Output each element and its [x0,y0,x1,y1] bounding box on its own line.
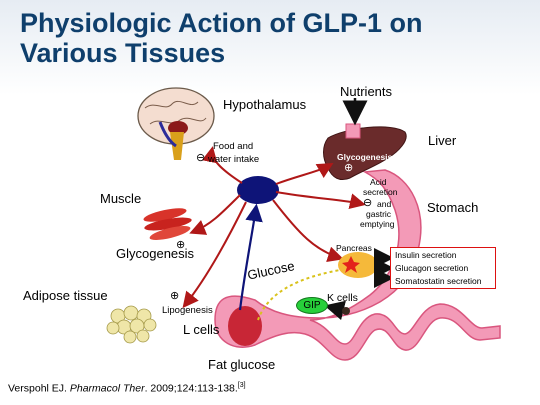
acid-line-2: secretion [363,187,398,197]
muscle-illustration [143,208,192,241]
lipogenesis-label: Lipogenesis [162,305,213,316]
adipose-plus-sign: ⊕ [170,290,180,302]
adipose-illustration [106,305,157,344]
liver-plus-sign: ⊕ [344,162,354,174]
acid-line-4: gastric [366,209,392,219]
arrow-to-adipose [182,201,247,309]
arrow-to-muscle [189,194,241,235]
food-intake-line-1: Food and [213,141,254,152]
muscle-plus-sign: ⊕ [176,239,186,251]
adipose-label: Adipose tissue [23,288,108,303]
slide-title: Physiologic Action of GLP-1 on Various T… [20,8,500,68]
insulin-secretion-label: Insulin secretion [395,250,457,260]
arrow-to-stomach [275,191,366,210]
citation: Verspohl EJ. Pharmacol Ther. 2009;124:11… [8,382,246,395]
stomach-label: Stomach [427,200,479,215]
acid-line-3: and [377,199,392,209]
somatostatin-secretion-label: Somatostatin secretion [395,276,482,286]
arrow-to-pancreas [272,199,344,262]
glucagon-secretion-label: Glucagon secretion [395,263,469,273]
liver-label: Liver [428,133,457,148]
gip-badge: GIP [296,297,328,314]
acid-line-1: Acid [370,177,387,187]
gut-illustration [214,169,501,361]
pancreas-illustration [338,252,378,278]
liver-glycogenesis-label: Glycogenesis [337,152,393,162]
citation-author: Verspohl EJ. [8,382,70,395]
pancreas-label: Pancreas [336,243,372,253]
secretion-box: Insulin secretion Glucagon secretion Som… [390,247,496,289]
arrow-to-brain [201,146,243,184]
hypothalamus-label: Hypothalamus [223,97,307,112]
nutrients-label: Nutrients [340,84,393,99]
food-intake-line-2: water intake [208,154,260,165]
glucose-dashed-path [257,269,341,321]
fat-glucose-label: Fat glucose [208,357,276,372]
k-cell-dot [342,307,350,315]
citation-journal: Pharmacol Ther [69,382,145,395]
arrow-to-gip [324,300,347,321]
acid-minus-sign: ⊖ [363,197,373,209]
arrow-lcells-to-node [238,203,263,311]
title-line-2: Various Tissues [20,38,226,68]
muscle-glycogenesis-label: Glycogenesis [116,246,195,261]
title-line-1: Physiologic Action of GLP-1 on [20,8,423,38]
l-cells-label: L cells [183,322,220,337]
muscle-label: Muscle [100,191,142,206]
citation-ref: [3] [237,382,246,389]
citation-rest: . 2009;124:113-138. [144,382,238,395]
k-cells-label: K cells [327,292,358,304]
acid-line-5: emptying [360,219,395,229]
food-minus-sign: ⊖ [196,152,206,164]
esophagus-segment [345,123,361,139]
brain-illustration [137,87,215,160]
arrow-to-liver [275,162,334,185]
glp1-node [237,176,279,204]
